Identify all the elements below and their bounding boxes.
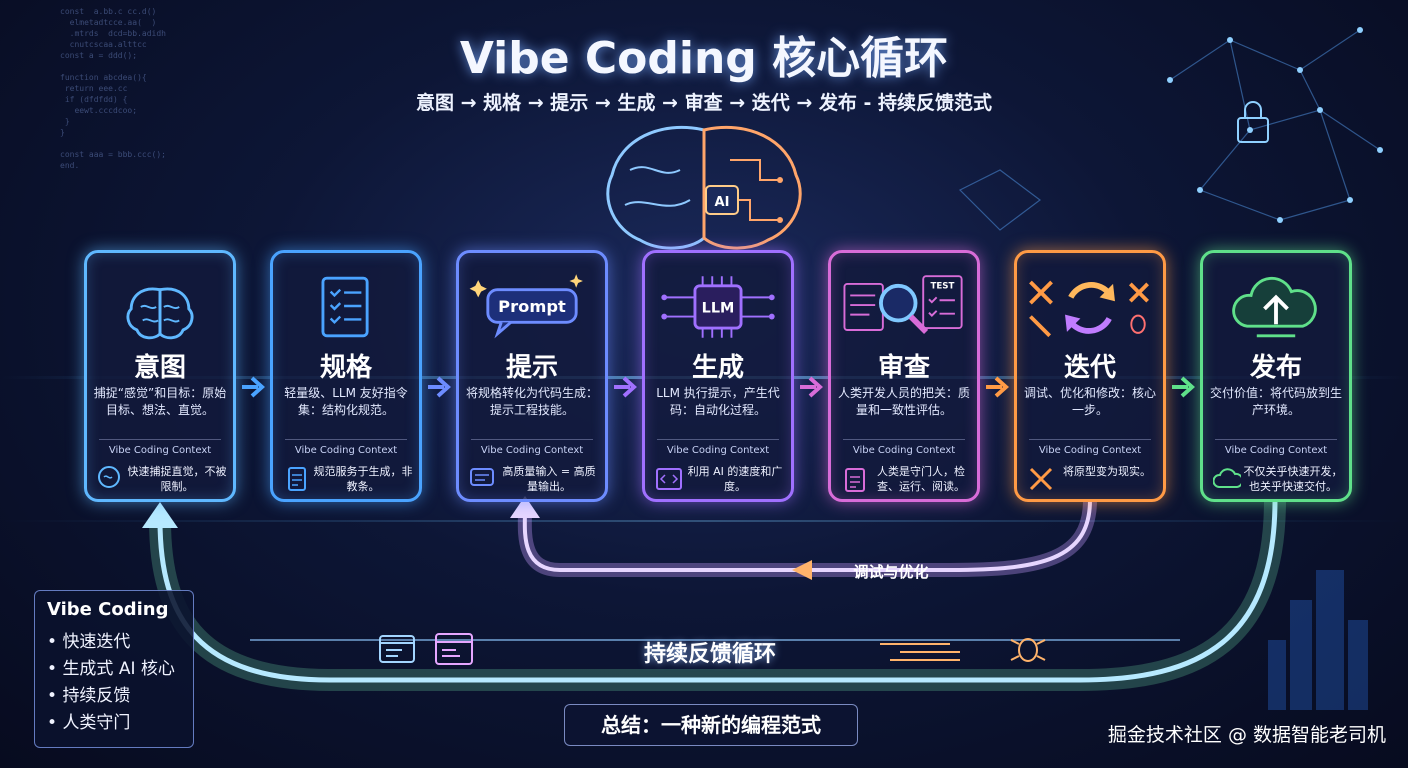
watermark: 掘金技术社区 @ 数据智能老司机 [1107,724,1386,746]
svg-text:TEST: TEST [930,282,954,292]
stage-note: 将原型变为现实。 [1063,465,1151,478]
prompt-bubble-icon: Prompt [469,274,583,339]
sidebox-item: 人类守门 [47,710,175,737]
stage-context-label: Vibe Coding Context [666,445,770,456]
stage-card-5: TEST 审查人类开发人员的把关：质量和一致性评估。 Vibe Coding Con… [828,250,980,502]
stage-context-label: Vibe Coding Context [294,445,398,456]
stage-divider [99,439,221,440]
sidebox-item: 持续反馈 [47,683,175,710]
stage-divider [471,439,593,440]
stage-divider [285,439,407,440]
document-checklist-icon [321,276,369,338]
sidebox-item: 生成式 AI 核心 [47,656,174,683]
stage-context-label: Vibe Coding Context [1038,445,1142,456]
svg-text:LLM: LLM [702,301,735,317]
document-mini-icon [288,467,306,491]
stage-description: 调试、优化和修改：核心一步。 [1023,386,1156,417]
stage-note: 人类是守门人，检查、运行、阅读。 [877,465,965,493]
stage-divider [1215,439,1337,440]
chevron-right-icon [428,376,451,398]
stage-note: 高质量输入 = 高质量输出。 [502,465,596,493]
stage-note: 快速捕捉直觉，不被限制。 [127,465,227,493]
window-icon [435,633,473,665]
stage-description: 交付价值：将代码放到生产环境。 [1209,386,1342,417]
magnifier-test-icon: TEST [843,275,963,334]
chevron-right-icon [614,376,637,398]
stage-divider [657,439,779,440]
stage-name: 提示 [505,353,558,383]
cloud-icon [1213,468,1241,488]
summary-banner: 总结：一种新的编程范式 [564,704,858,746]
stage-name: 生成 [691,353,744,383]
chevron-right-icon [1172,376,1195,398]
llm-chip-icon: LLM [661,276,775,338]
stage-description: 轻量级、LLM 友好指令集：结构化规范。 [284,386,408,417]
summary-sidebox: Vibe Coding 快速迭代 生成式 AI 核心 持续反馈 人类守门 [34,590,194,748]
background-code: const a.bb.c cc.d() elmetadtcce.aa( ) .m… [60,7,166,170]
stage-divider [1029,439,1151,440]
stage-card-6: 迭代调试、优化和修改：核心一步。 Vibe Coding Context 将原型变为… [1014,250,1166,502]
stage-name: 规格 [319,353,372,383]
brain-ai-label: AI [715,195,730,210]
page-title: Vibe Coding 核心循环 [459,33,949,84]
cloud-upload-icon [1232,276,1317,338]
stage-context-label: Vibe Coding Context [1224,445,1328,456]
brain-mini-icon [98,466,120,488]
code-window-icon [656,468,682,490]
stage-context-label: Vibe Coding Context [480,445,584,456]
brain-icon [126,287,194,340]
stage-card-2: 规格轻量级、LLM 友好指令集：结构化规范。 Vibe Coding Contex… [270,250,422,502]
chat-mini-icon [470,468,494,486]
clipboard-icon [845,468,865,492]
stage-context-label: Vibe Coding Context [852,445,956,456]
bug-icon [1010,638,1046,662]
svg-text:Prompt: Prompt [498,297,566,316]
refresh-tools-icon [1029,280,1149,338]
stage-note: 利用 AI 的速度和广度。 [687,465,783,493]
stage-name: 迭代 [1063,353,1116,383]
window-icon [379,635,415,663]
stage-card-1: 意图捕捉“感觉”和目标：原始目标、想法、直觉。 Vibe Coding Conte… [84,250,236,502]
stage-description: LLM 执行提示，产生代码：自动化过程。 [656,386,780,417]
sidebox-item: 快速迭代 [47,629,175,656]
stage-description: 捕捉“感觉”和目标：原始目标、想法、直觉。 [93,386,227,417]
stage-note: 规范服务于生成，非教条。 [313,465,413,493]
chevron-right-icon [986,376,1009,398]
chevron-right-icon [800,376,823,398]
brain-illustration: AI [606,125,802,250]
chevron-right-icon [242,376,265,398]
lock-icon [1237,101,1269,143]
stage-note: 不仅关乎快速开发，也关乎快速交付。 [1243,465,1343,493]
refine-loop-arrow [510,496,1097,580]
stage-card-3: Prompt 提示将规格转化为代码生成：提示工程技能。 Vibe Coding Co… [456,250,608,502]
stage-card-7: 发布交付价值：将代码放到生产环境。 Vibe Coding Context 不仅关乎… [1200,250,1352,502]
stage-description: 人类开发人员的把关：质量和一致性评估。 [837,386,970,417]
refine-label: 调试与优化 [853,563,929,581]
stage-divider [843,439,965,440]
stage-name: 意图 [133,353,186,383]
stage-name: 审查 [877,353,930,383]
stage-context-label: Vibe Coding Context [108,445,212,456]
sidebox-list: 快速迭代 生成式 AI 核心 持续反馈 人类守门 [47,629,175,737]
feedback-loop-label: 持续反馈循环 [643,642,776,667]
page-subtitle: 意图 → 规格 → 提示 → 生成 → 审查 → 迭代 → 发布 - 持续反馈范… [415,92,992,114]
stage-description: 将规格转化为代码生成：提示工程技能。 [465,386,598,417]
sidebox-title: Vibe Coding [47,599,169,620]
stage-name: 发布 [1249,353,1302,383]
tools-icon [1029,467,1053,491]
